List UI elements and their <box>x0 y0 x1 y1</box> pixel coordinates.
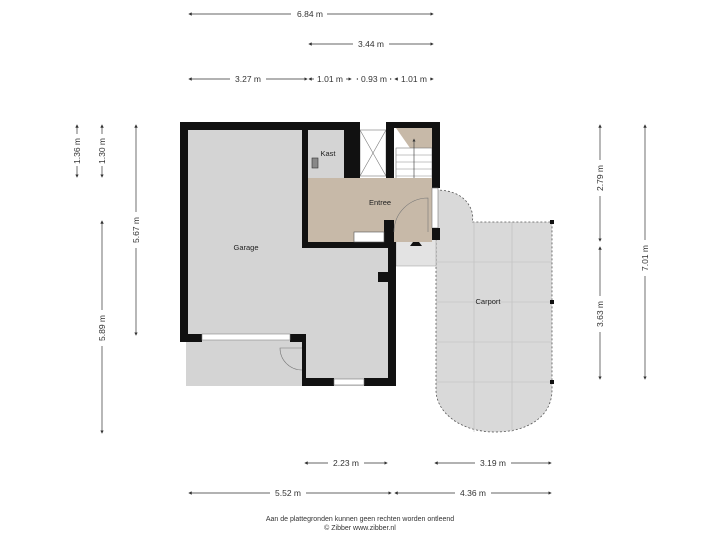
dim-top-c: 0.93 m <box>361 74 387 84</box>
dim-bottom-319: 3.19 m <box>480 458 506 468</box>
door-swing <box>393 197 429 233</box>
dimension-labels: 6.84 m 3.44 m 3.27 m 1.01 m 0.93 m 1.01 … <box>71 8 651 499</box>
carport: Carport <box>435 189 554 433</box>
room-label-garage: Garage <box>233 243 258 252</box>
dim-left-567: 5.67 m <box>131 217 141 243</box>
dim-left-589: 5.89 m <box>97 315 107 341</box>
wall <box>302 130 308 248</box>
dim-bottom-436: 4.36 m <box>460 488 486 498</box>
dim-right-279: 2.79 m <box>595 165 605 191</box>
dim-bottom-552: 5.52 m <box>275 488 301 498</box>
dim-left-130: 1.30 m <box>97 138 107 164</box>
wall <box>180 122 350 130</box>
dim-right-363: 3.63 m <box>595 301 605 327</box>
wall <box>302 378 334 386</box>
dim-top-a: 3.27 m <box>235 74 261 84</box>
stair-landing <box>396 128 432 148</box>
window <box>431 187 439 229</box>
entree-floor <box>308 178 432 242</box>
meter-icon <box>311 157 319 169</box>
wall <box>352 122 360 178</box>
garage-floor <box>186 128 388 386</box>
wall <box>290 334 306 342</box>
room-label-kast: Kast <box>320 149 336 158</box>
garage-door <box>201 333 291 341</box>
entree: Entree <box>308 178 440 246</box>
dim-right-701: 7.01 m <box>640 245 650 271</box>
disclaimer: Aan de plattegronden kunnen geen rechten… <box>265 516 455 523</box>
wall <box>432 122 440 188</box>
shaft-cross <box>359 129 387 177</box>
carport-post <box>550 380 554 384</box>
wall <box>394 122 440 128</box>
wall <box>180 334 202 342</box>
carport-tiles <box>436 222 552 432</box>
wall <box>388 246 396 386</box>
wall <box>364 378 396 386</box>
dim-top-right: 3.44 m <box>358 39 384 49</box>
wall <box>344 122 352 178</box>
dim-bottom-223: 2.23 m <box>333 458 359 468</box>
kast-floor <box>308 130 346 176</box>
wall <box>302 242 396 248</box>
wall <box>432 228 440 240</box>
copyright: © Zibber www.zibber.nl <box>324 525 396 532</box>
wall <box>180 122 188 342</box>
dim-top-b: 1.01 m <box>317 74 343 84</box>
door-swing <box>279 347 303 371</box>
wall <box>384 220 394 246</box>
wall <box>302 334 306 386</box>
dim-top-total: 6.84 m <box>297 9 323 19</box>
room-label-carport: Carport <box>475 297 501 306</box>
carport-post <box>550 300 554 304</box>
carport-post <box>550 220 554 224</box>
kast: Kast <box>308 122 352 178</box>
entree-cabinet <box>353 231 385 243</box>
dim-left-136: 1.36 m <box>72 138 82 164</box>
window <box>333 378 365 386</box>
wall <box>386 122 394 178</box>
garage: Garage <box>180 122 396 386</box>
carport-floor <box>435 189 553 433</box>
wall-column <box>378 272 388 282</box>
room-label-entree: Entree <box>369 198 391 207</box>
dim-top-d: 1.01 m <box>401 74 427 84</box>
